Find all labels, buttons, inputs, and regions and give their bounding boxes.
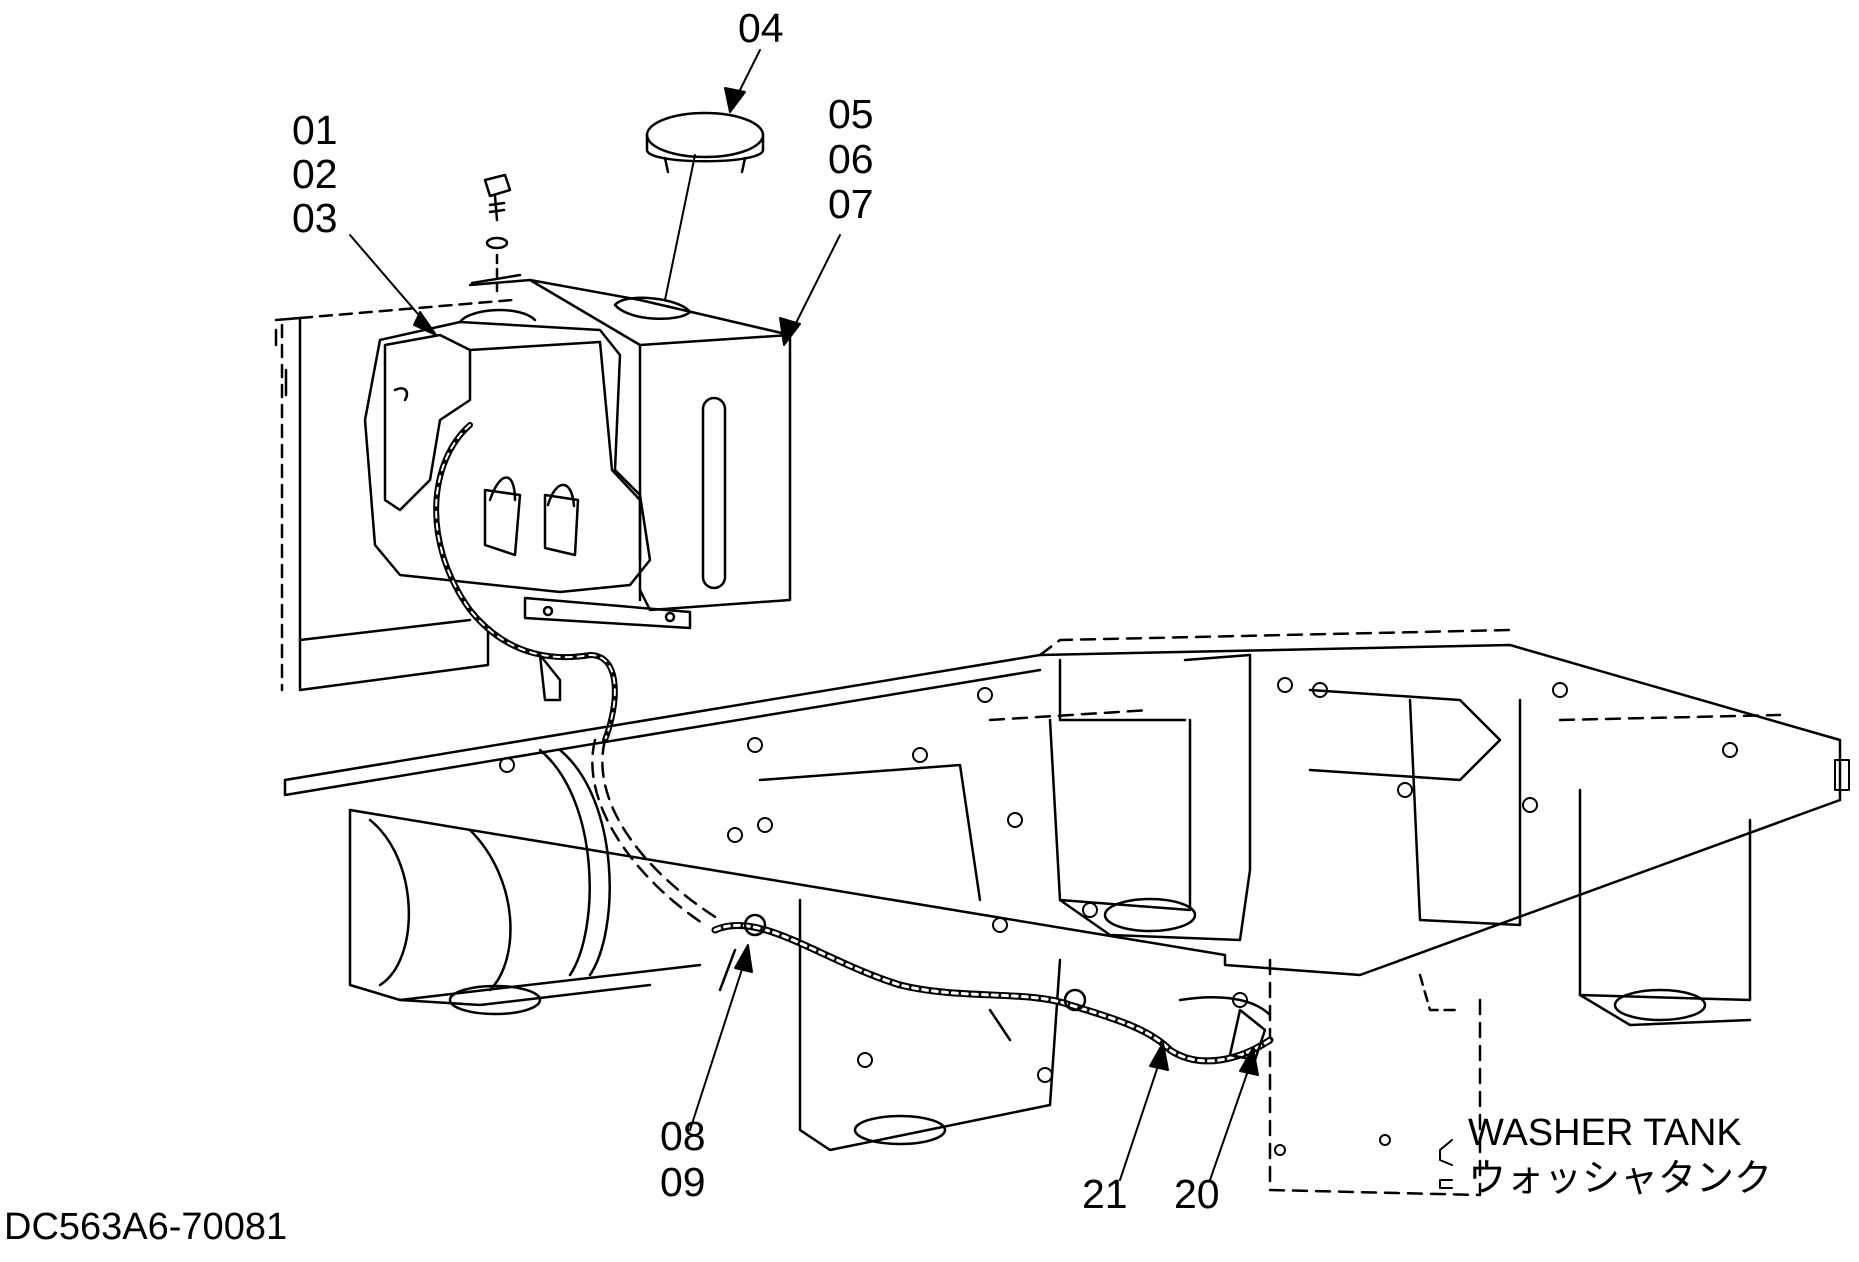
tank-guard-bracket — [468, 273, 792, 630]
washer-tank — [363, 308, 652, 594]
bolt-and-washer — [483, 173, 512, 297]
tank-cap — [645, 111, 765, 174]
callout-07: 07 — [828, 181, 874, 227]
chassis-frame — [283, 628, 1842, 1197]
washer-tank-label-jp: ウォッシャタンク — [1468, 1158, 1773, 1200]
callout-05: 05 — [828, 91, 874, 137]
tank-harness — [433, 422, 722, 927]
callout-01: 01 — [292, 107, 338, 153]
lower-wire-harness — [711, 913, 1274, 1065]
callout-08: 08 — [660, 1113, 706, 1159]
callout-09: 09 — [660, 1159, 706, 1205]
mounting-plate — [274, 298, 514, 692]
washer-tank-label: WASHER TANK — [1468, 1112, 1742, 1154]
callout-02: 02 — [292, 151, 338, 197]
callout-04: 04 — [738, 5, 784, 51]
leader-lines — [349, 49, 1453, 1189]
drawing-number: DC563A6-70081 — [4, 1206, 288, 1248]
frame-fasteners — [499, 677, 1850, 1156]
callout-03: 03 — [292, 195, 338, 241]
callout-06: 06 — [828, 136, 874, 182]
callout-21: 21 — [1082, 1171, 1128, 1217]
callout-20: 20 — [1174, 1171, 1220, 1217]
